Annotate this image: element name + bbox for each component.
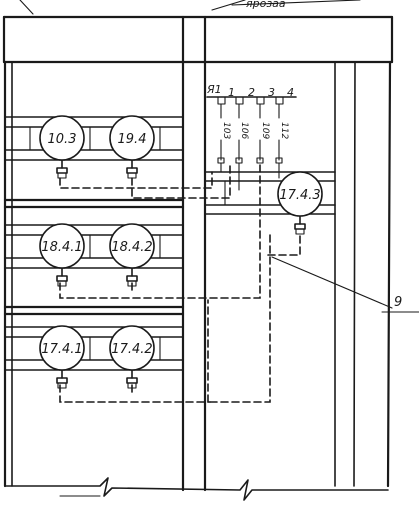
terminal-3: [256, 96, 265, 105]
top-leader-lines: ярозаа: [19, 0, 361, 15]
gauge-label: 17.4.1: [41, 342, 82, 357]
top-partial-label: ярозаа: [246, 0, 286, 10]
pressure-gauge-4: 18.4.2: [109, 223, 155, 287]
wire-label-1: 103: [221, 122, 231, 139]
pressure-gauge-7: 17.4.3: [277, 171, 323, 235]
gauge-label: 10.3: [48, 132, 77, 147]
pressure-gauge-3: 18.4.1: [39, 223, 85, 287]
pressure-gauge-5: 17.4.1: [39, 325, 85, 389]
wire-label-3: 109: [260, 122, 270, 139]
solid-wires: [220, 162, 280, 191]
gauge-face: [39, 223, 85, 269]
left-mounting-rails: [3, 116, 185, 371]
gauge-label: 17.4.3: [279, 188, 320, 203]
terminal-number-1: 1: [228, 86, 235, 99]
gauge-label: 17.4.2: [111, 342, 152, 357]
pressure-gauge-2: 19.4: [109, 115, 155, 179]
terminal-2: [235, 96, 244, 105]
gauge-label: 18.4.2: [111, 240, 152, 255]
gauges-group: 10.3 19.4 18.4.1 18.4.2 17.4.1 17.4.2 17.4.3: [39, 115, 323, 389]
pressure-gauge-1: 10.3: [39, 115, 85, 179]
callout-label: 9: [394, 295, 402, 310]
terminal-number-3: 3: [268, 86, 275, 99]
gauge-face: [277, 171, 323, 217]
wire-label-4: 112: [279, 122, 289, 139]
gauge-face: [109, 115, 155, 161]
terminal-4: [275, 96, 284, 105]
gauge-face: [39, 325, 85, 371]
gauge-label: 18.4.1: [41, 240, 82, 255]
terminal-number-2: 2: [248, 86, 255, 99]
wire-label-2: 106: [239, 122, 249, 139]
terminal-number-4: 4: [287, 86, 294, 99]
cabinet-outline: [2, 15, 394, 501]
callout-9: 9: [271, 256, 419, 313]
dashed-impulse-lines: [59, 162, 301, 403]
gauge-face: [39, 115, 85, 161]
pressure-gauge-6: 17.4.2: [109, 325, 155, 389]
terminal-1: [217, 96, 226, 105]
gauge-label: 19.4: [118, 132, 147, 147]
gauge-face: [109, 325, 155, 371]
terminal-head-label: Я1: [206, 83, 222, 96]
terminal-block: Я1 1 2 3 4 103 106 109 112: [206, 83, 297, 164]
gauge-face: [109, 223, 155, 269]
